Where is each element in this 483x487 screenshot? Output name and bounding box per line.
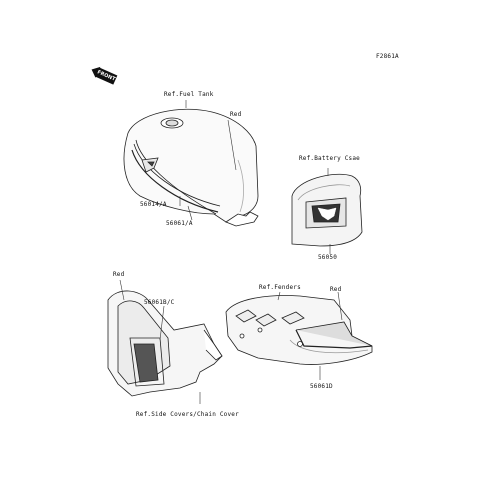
side-cover <box>107 290 223 397</box>
leader-lines <box>119 100 343 404</box>
rear-fender <box>225 295 373 365</box>
label-ref-side-covers: Ref.Side Covers/Chain Cover <box>136 411 239 418</box>
figure-code: F2861A <box>376 53 399 60</box>
label-56061bc: 56061B/C <box>144 299 175 306</box>
label-ref-fuel-tank: Ref.Fuel Tank <box>164 91 214 98</box>
battery-case <box>291 173 363 247</box>
label-56050: 56050 <box>318 254 338 261</box>
label-red-side: Red <box>113 271 125 278</box>
label-56061d: 56061D <box>310 383 333 390</box>
label-ref-fenders: Ref.Fenders <box>259 284 301 291</box>
label-56014a: 56014/A <box>140 201 167 208</box>
label-56061a: 56061/A <box>166 220 193 227</box>
label-red-tank: Red <box>230 111 242 118</box>
fuel-tank <box>123 108 259 227</box>
label-red-fender: Red <box>330 286 342 293</box>
label-ref-battery-case: Ref.Battery Csae <box>299 155 360 162</box>
